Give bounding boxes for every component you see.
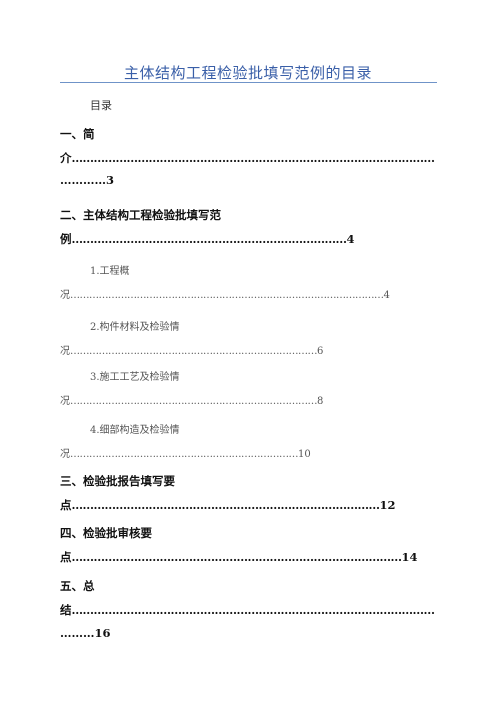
- toc-entry-8-page: 14: [401, 550, 418, 564]
- toc-entry-9-tail: 结: [60, 603, 72, 617]
- toc-entry-4-leader: ……………………………………………………………………: [70, 346, 318, 357]
- toc-entry-1-tail: 介: [60, 151, 72, 165]
- toc-entry-2-head: 二、主体结构工程检验批填写范: [60, 208, 221, 222]
- toc-entry-4-tail: 况: [60, 346, 70, 357]
- toc-entry-8-head: 四、检验批审核要: [60, 526, 152, 540]
- toc-entry-5-page: 8: [317, 396, 324, 407]
- document-title: 主体结构工程检验批填写范例的目录: [123, 64, 372, 82]
- toc-entry-6-leader: ………………………………………………………………: [70, 449, 299, 460]
- toc-entry-5-line[interactable]: 况……………………………………………………………………8: [60, 392, 440, 407]
- toc-entry-5-head: 3.施工工艺及检验情: [90, 372, 180, 383]
- toc-entry-7-head: 三、检验批报告填写要: [60, 474, 175, 488]
- toc-entry-1-leader: ………………………………………………………………………………………: [71, 151, 436, 165]
- toc-entry-1-line[interactable]: 介………………………………………………………………………………………: [60, 150, 440, 166]
- toc-entry-9-continuation: ………16: [60, 626, 111, 640]
- toc-heading: 目录: [90, 99, 112, 112]
- toc-entry-2-tail: 例: [60, 232, 72, 246]
- toc-entry-7-line[interactable]: 点…………………………………………………………………………12: [60, 497, 440, 513]
- toc-entry-4-page: 6: [317, 346, 324, 357]
- toc-entry-2-page: 4: [346, 232, 355, 246]
- toc-entry-5-leader: ……………………………………………………………………: [70, 396, 318, 407]
- toc-entry-7-page: 12: [379, 498, 396, 512]
- toc-entry-2-leader: …………………………………………………………………: [71, 232, 348, 246]
- toc-entry-3-tail: 况: [60, 290, 70, 301]
- toc-entry-7-leader: …………………………………………………………………………: [71, 498, 381, 512]
- toc-entry-9-line[interactable]: 结………………………………………………………………………………………: [60, 602, 440, 618]
- toc-entry-5-tail: 况: [60, 396, 70, 407]
- toc-entry-9-head: 五、总: [60, 579, 95, 593]
- toc-entry-3-leader: ………………………………………………………………………………………: [70, 290, 384, 301]
- toc-entry-1-head: 一、简: [60, 127, 95, 141]
- toc-entry-8-tail: 点: [60, 550, 72, 564]
- toc-entry-6-head: 4.细部构造及检验情: [90, 425, 180, 436]
- toc-entry-3-page: 4: [383, 290, 390, 301]
- toc-entry-7-tail: 点: [60, 498, 72, 512]
- toc-entry-9-leader: ………………………………………………………………………………………: [71, 603, 436, 617]
- toc-entry-8-leader: ………………………………………………………………………………: [71, 550, 403, 564]
- toc-entry-2-line[interactable]: 例…………………………………………………………………4: [60, 231, 440, 247]
- title-underline: [60, 82, 437, 83]
- toc-entry-6-tail: 况: [60, 449, 70, 460]
- toc-entry-8-line[interactable]: 点………………………………………………………………………………14: [60, 549, 440, 565]
- toc-entry-3-head: 1.工程概: [90, 266, 130, 277]
- toc-entry-6-line[interactable]: 况………………………………………………………………10: [60, 445, 440, 460]
- toc-entry-1-continuation: …………3: [60, 173, 115, 187]
- toc-entry-6-page: 10: [298, 449, 311, 460]
- toc-entry-3-line[interactable]: 况………………………………………………………………………………………4: [60, 286, 440, 301]
- toc-entry-4-line[interactable]: 况……………………………………………………………………6: [60, 342, 440, 357]
- toc-entry-4-head: 2.构件材料及检验情: [90, 322, 180, 333]
